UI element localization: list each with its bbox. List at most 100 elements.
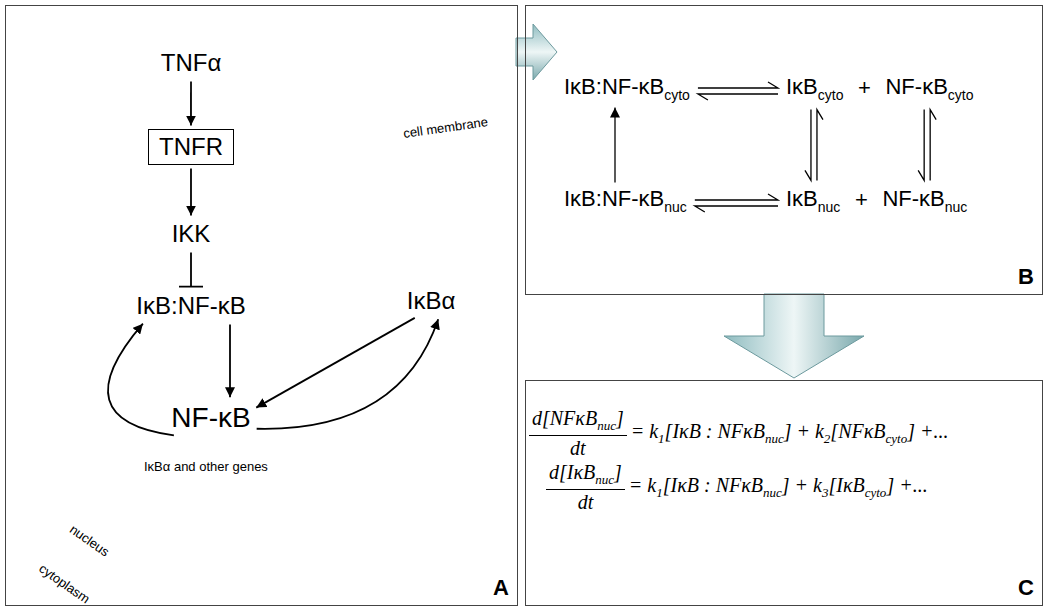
connector — [698, 82, 778, 100]
species-name: TNFα — [161, 49, 222, 76]
connector — [695, 194, 778, 212]
membrane-label: cell membrane — [402, 114, 489, 141]
connector — [257, 319, 439, 429]
species-name: IκBα — [407, 287, 456, 314]
species-name: TNFR — [159, 133, 223, 160]
equation-term: [IκB : NFκB — [663, 474, 763, 496]
receptor-box: TNFR — [148, 129, 234, 166]
equation-term: [IκB — [828, 474, 864, 496]
compartment-label: nucleus — [66, 522, 112, 560]
block-arrow — [724, 294, 864, 378]
subscript: cyto — [886, 431, 908, 446]
equation-term: d[NFκB — [532, 407, 597, 429]
panel-letter: C — [1018, 575, 1034, 601]
arrow-line — [108, 324, 174, 436]
plus-sign: + — [855, 187, 868, 213]
equation-term: ] + k — [784, 420, 824, 442]
compartment-label: cytoplasm — [35, 561, 92, 607]
arrow-line — [190, 168, 192, 215]
species-name: IKK — [172, 220, 211, 247]
promoter-arrowhead — [157, 402, 165, 411]
connector — [918, 110, 936, 181]
equation-term: ] — [616, 407, 624, 429]
equation-term: dt — [578, 491, 594, 513]
connector — [516, 24, 557, 80]
connector — [230, 324, 231, 397]
arrow-line — [257, 319, 439, 429]
panel: BIκB:NF-κBcytoIκBcytoNF-κBcytoIκB:NF-κBn… — [525, 5, 1043, 295]
dna-strand — [150, 439, 248, 449]
equation: d[NFκBnuc]dt= k1[IκB : NFκBnuc] + k2[NFκ… — [529, 407, 948, 460]
denominator: dt — [578, 490, 594, 514]
inhibition-line — [179, 252, 203, 286]
block-arrow — [516, 24, 557, 80]
equation-term: [IκB : NFκB — [665, 420, 765, 442]
plus-sign: + — [858, 75, 871, 101]
connector — [724, 294, 864, 378]
equation-term: = k — [629, 474, 656, 496]
connector — [256, 318, 414, 408]
equation-term: [NFκB — [830, 420, 885, 442]
nucleus-ellipse: IκBα and other genes nucleus NF-κB — [41, 369, 431, 591]
equation-term: dt — [570, 437, 586, 459]
gene-note: IκBα and other genes — [144, 459, 268, 475]
subscript: 1 — [658, 431, 665, 446]
species-label: IκB:NF-κBnuc — [561, 185, 690, 216]
subscript: cyto — [865, 485, 887, 500]
numerator: d[NFκBnuc] — [529, 407, 627, 436]
dna-strand — [150, 439, 248, 449]
reversible-reaction-arrow — [805, 110, 823, 181]
compartment-subscript: cyto — [664, 87, 690, 103]
reversible-reaction-arrow — [918, 110, 936, 181]
equation-term: ] + k — [782, 474, 822, 496]
arrow-line — [614, 108, 615, 183]
reversible-reaction-arrow — [695, 194, 778, 212]
connector — [190, 168, 191, 215]
connector — [179, 252, 203, 286]
nucleus-shape — [42, 370, 430, 590]
connector — [805, 110, 823, 181]
equation-term: = k — [631, 420, 658, 442]
species-name: IκB — [786, 74, 818, 99]
compartment-subscript: nuc — [664, 199, 687, 215]
equation-right-side: = k1[IκB : NFκBnuc] + k3[IκBcyto] +... — [629, 474, 928, 501]
arrow-line — [190, 81, 192, 125]
species-name: NF-κB — [171, 402, 250, 433]
fraction: d[IκBnuc]dt — [546, 461, 625, 514]
compartment-subscript: nuc — [945, 199, 968, 215]
species-name: IκB:NF-κB — [564, 74, 664, 99]
subscript: 3 — [822, 485, 829, 500]
ligand-label: TNFα — [158, 48, 225, 79]
connector — [190, 81, 191, 125]
species-name: IκB:NF-κB — [136, 292, 245, 319]
species-label: IκBcyto — [783, 73, 846, 104]
subscript: 1 — [656, 485, 663, 500]
inhibitor-label: IκBα — [404, 286, 459, 317]
equation-term: d[IκB — [549, 461, 595, 483]
connector — [108, 324, 174, 436]
compartment-subscript: cyto — [948, 87, 974, 103]
subscript: nuc — [597, 418, 616, 433]
equation-term: ] +... — [907, 420, 948, 442]
connector — [615, 108, 616, 183]
compartment-subscript: nuc — [818, 199, 841, 215]
reversible-reaction-arrow — [698, 82, 778, 100]
arrow-line — [256, 318, 414, 408]
equation-term: ] — [614, 461, 622, 483]
species-name: NF-κB — [882, 186, 944, 211]
complex-label: IκB:NF-κB — [133, 291, 248, 322]
species-name: NF-κB — [885, 74, 947, 99]
panel: Cd[NFκBnuc]dt= k1[IκB : NFκBnuc] + k2[NF… — [525, 380, 1043, 606]
subscript: nuc — [595, 472, 614, 487]
fraction: d[NFκBnuc]dt — [529, 407, 627, 460]
species-label: IκB:NF-κBcyto — [561, 73, 693, 104]
numerator: d[IκBnuc] — [546, 461, 625, 490]
promoter-arrow — [138, 406, 158, 419]
transcription-factor-label: NF-κB — [168, 400, 253, 436]
compartment-subscript: cyto — [818, 87, 844, 103]
species-name: IκB:NF-κB — [564, 186, 664, 211]
subscript: nuc — [763, 485, 782, 500]
species-name: IκB — [786, 186, 818, 211]
arrow-line — [229, 324, 231, 397]
panel-letter: B — [1018, 264, 1034, 290]
